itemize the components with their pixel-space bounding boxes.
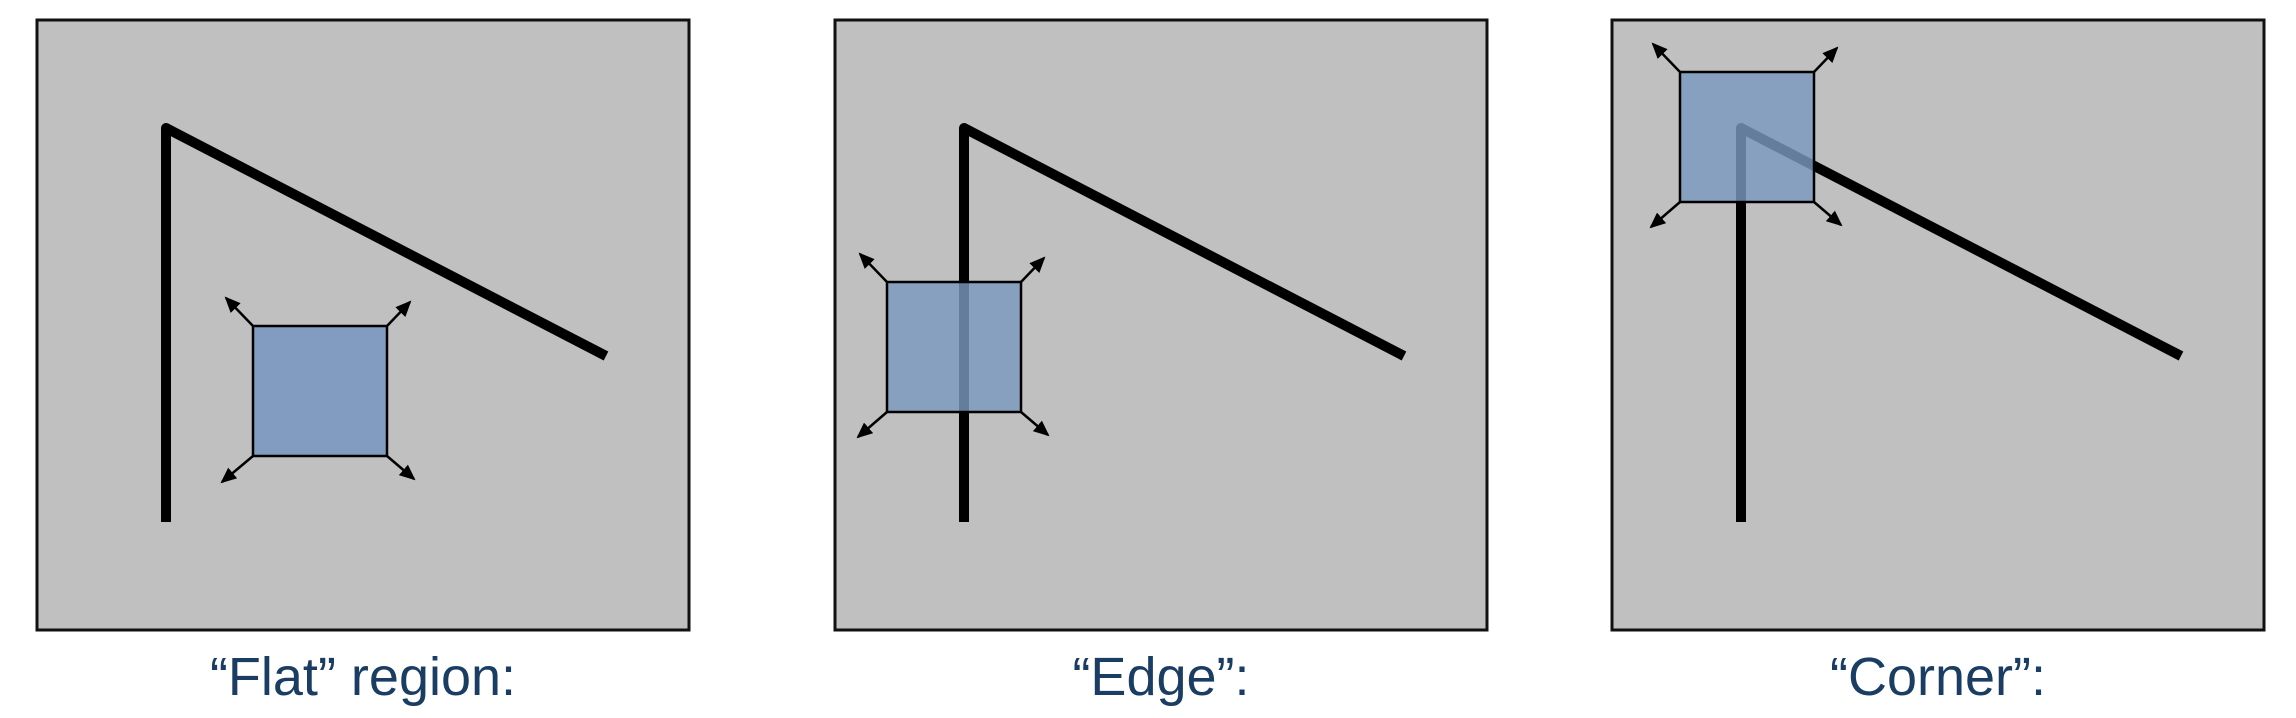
arrow-icon <box>1020 256 1046 283</box>
shift-arrows-edge <box>856 252 1050 439</box>
caption-edge: “Edge”: <box>1072 647 1250 707</box>
arrow-icon <box>1020 411 1050 437</box>
caption-flat-region: “Flat” region: <box>209 647 517 707</box>
arrow-icon <box>220 455 254 484</box>
edge-line-flat <box>161 123 609 522</box>
arrow-icon <box>1813 201 1843 227</box>
panel-flat <box>35 18 691 632</box>
arrow-icon <box>224 296 254 327</box>
window-square-edge <box>885 280 1023 414</box>
window-square-flat <box>251 324 389 458</box>
panel-corner <box>1610 18 2266 632</box>
arrow-icon <box>1649 201 1681 229</box>
panel-edge <box>833 18 1489 632</box>
arrow-icon <box>1813 46 1839 73</box>
arrow-icon <box>858 252 888 283</box>
caption-corner: “Corner”: <box>1829 647 2047 707</box>
shift-arrows-corner <box>1649 42 1843 229</box>
arrow-icon <box>386 455 416 481</box>
window-square-corner <box>1678 70 1816 204</box>
shift-arrows-flat <box>220 296 416 484</box>
arrow-icon <box>386 300 412 327</box>
arrow-icon <box>856 411 888 439</box>
arrow-icon <box>1651 42 1681 73</box>
